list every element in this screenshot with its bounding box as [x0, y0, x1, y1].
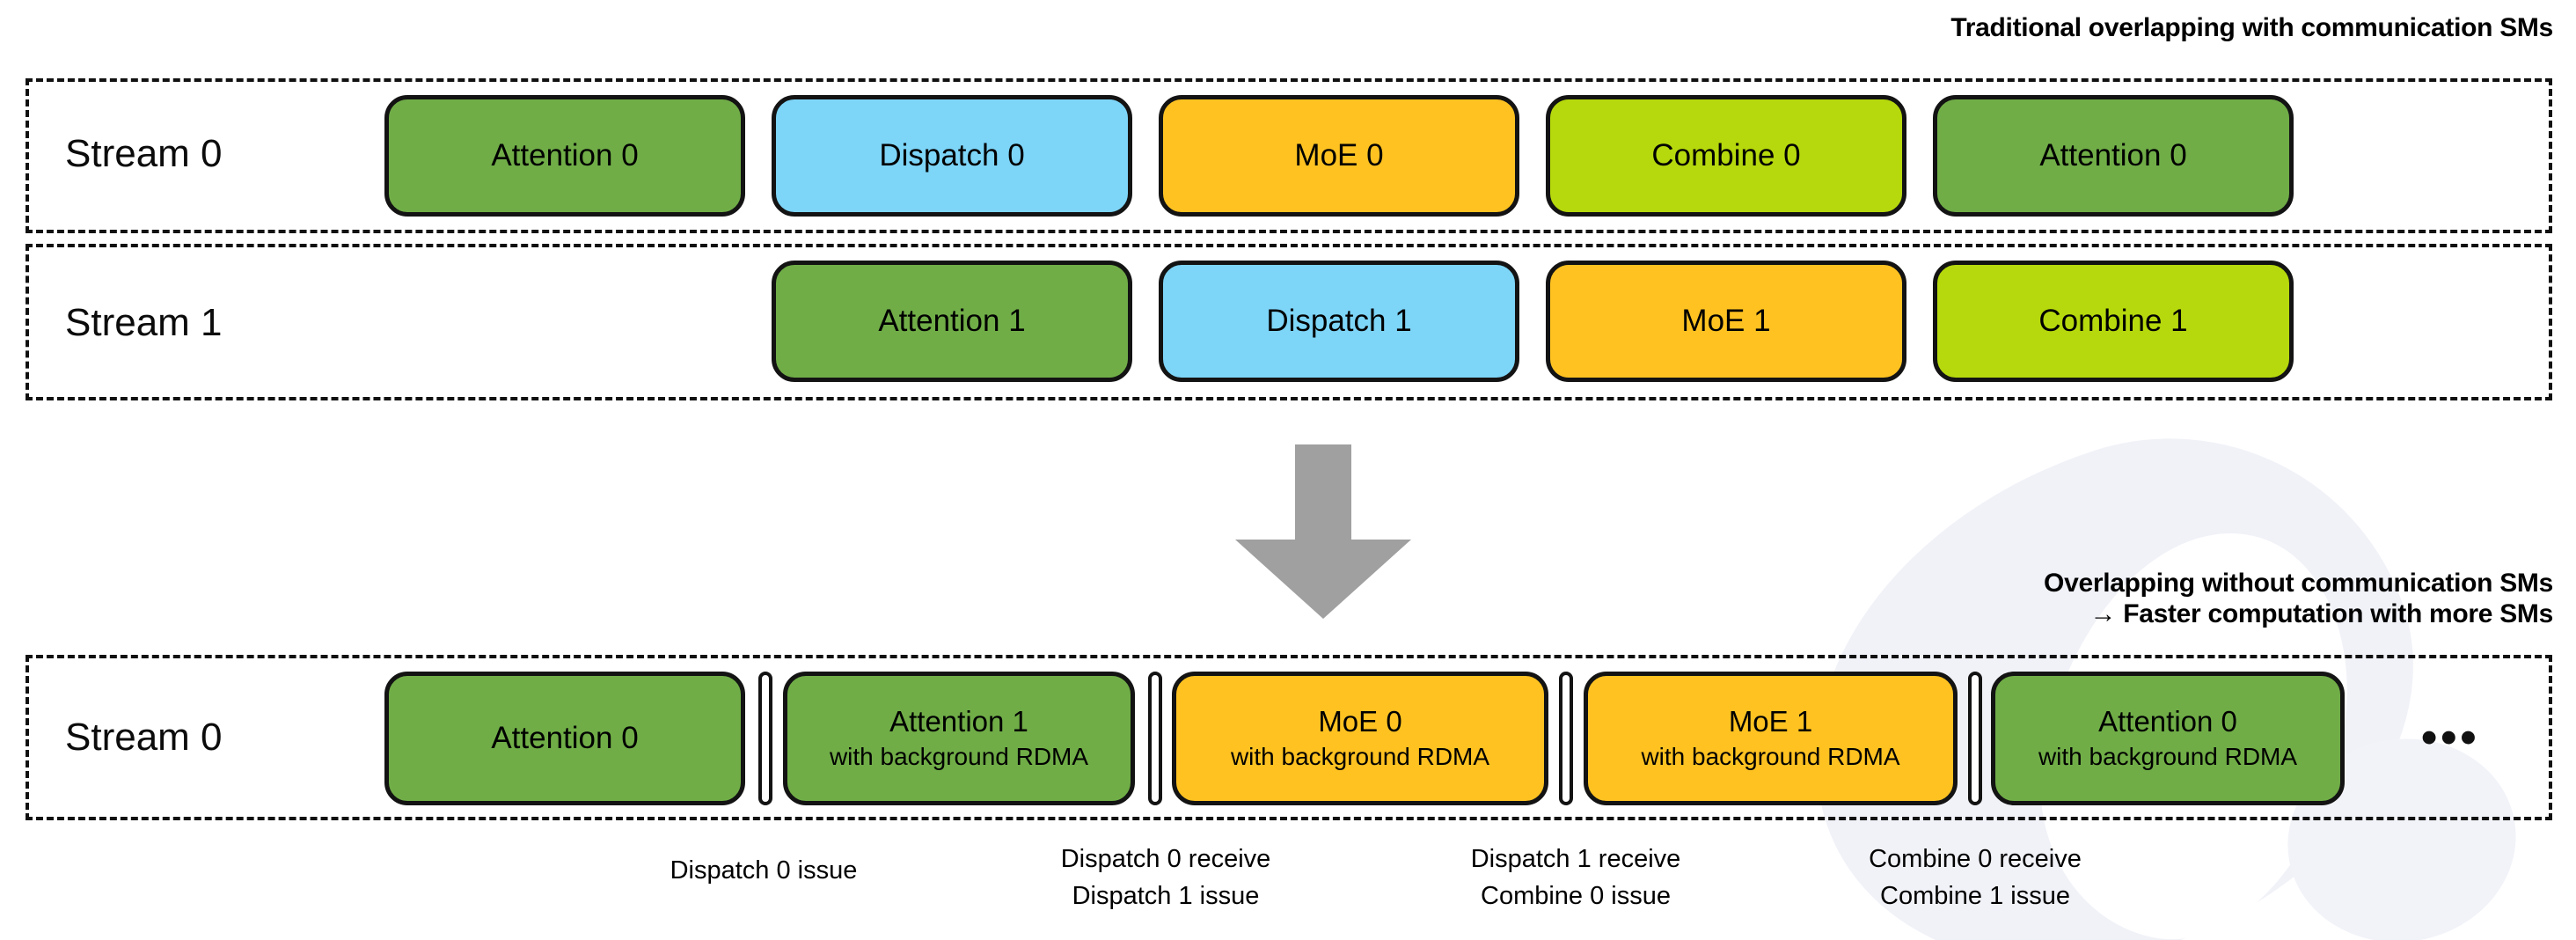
- task-box-moe-1-r2-3: MoE 1 with background RDMA: [1584, 672, 1958, 805]
- task-box-dispatch-1-r1-1: Dispatch 1: [1159, 261, 1519, 382]
- task-box-attention-1-r2-1: Attention 1 with background RDMA: [783, 672, 1135, 805]
- heading-traditional-overlapping: Traditional overlapping with communicati…: [1950, 13, 2553, 42]
- timeline-caption-2: Dispatch 1 receive Combine 0 issue: [1470, 845, 1681, 911]
- stream-container-2: [26, 655, 2552, 820]
- stream-2-separator-3: [1968, 672, 1982, 805]
- task-box-moe-0-r0-2: MoE 0: [1159, 95, 1519, 217]
- task-title: Combine 1: [2038, 303, 2188, 338]
- task-box-dispatch-0-r0-1: Dispatch 0: [772, 95, 1132, 217]
- task-box-combine-1-r1-3: Combine 1: [1933, 261, 2294, 382]
- task-title: Dispatch 0: [879, 137, 1025, 173]
- task-box-combine-0-r0-3: Combine 0: [1546, 95, 1906, 217]
- task-box-attention-1-r1-0: Attention 1: [772, 261, 1132, 382]
- task-title: Attention 0: [491, 137, 639, 173]
- timeline-caption-1: Dispatch 0 receive Dispatch 1 issue: [1060, 845, 1271, 911]
- stream-label-1: Stream 1: [65, 301, 223, 344]
- task-box-attention-0-r2-4: Attention 0 with background RDMA: [1991, 672, 2345, 805]
- timeline-caption-0: Dispatch 0 issue: [670, 856, 858, 885]
- task-box-attention-0-r0-4: Attention 0: [1933, 95, 2294, 217]
- task-subtitle: with background RDMA: [1230, 743, 1490, 771]
- task-title: Attention 0: [2039, 137, 2187, 173]
- task-title: Attention 1: [889, 705, 1028, 738]
- stream-container-0: [26, 78, 2552, 233]
- task-box-attention-0-r0-0: Attention 0: [384, 95, 745, 217]
- task-title: MoE 1: [1681, 303, 1771, 338]
- task-title: Dispatch 1: [1266, 303, 1412, 338]
- stream-label-2: Stream 0: [65, 716, 223, 759]
- heading-overlapping-without-comm-sms: Overlapping without communication SMs → …: [2044, 569, 2553, 629]
- task-title: MoE 1: [1728, 705, 1813, 738]
- task-box-moe-1-r1-2: MoE 1: [1546, 261, 1906, 382]
- task-subtitle: with background RDMA: [2038, 743, 2298, 771]
- task-title: Combine 0: [1651, 137, 1801, 173]
- task-box-moe-0-r2-2: MoE 0 with background RDMA: [1172, 672, 1548, 805]
- task-box-attention-0-r2-0: Attention 0: [384, 672, 745, 805]
- timeline-caption-3: Combine 0 receive Combine 1 issue: [1869, 845, 2082, 911]
- task-title: Attention 0: [491, 720, 639, 755]
- stream-label-0: Stream 0: [65, 132, 223, 175]
- stream-2-separator-0: [758, 672, 772, 805]
- ellipsis-indicator: •••: [2421, 712, 2480, 763]
- task-title: MoE 0: [1318, 705, 1402, 738]
- down-arrow-icon: [1235, 444, 1411, 619]
- stream-2-separator-1: [1148, 672, 1162, 805]
- task-subtitle: with background RDMA: [1641, 743, 1900, 771]
- task-title: MoE 0: [1294, 137, 1384, 173]
- stream-container-1: [26, 244, 2552, 400]
- task-title: Attention 1: [878, 303, 1026, 338]
- task-title: Attention 0: [2098, 705, 2237, 738]
- task-subtitle: with background RDMA: [829, 743, 1089, 771]
- stream-2-separator-2: [1559, 672, 1573, 805]
